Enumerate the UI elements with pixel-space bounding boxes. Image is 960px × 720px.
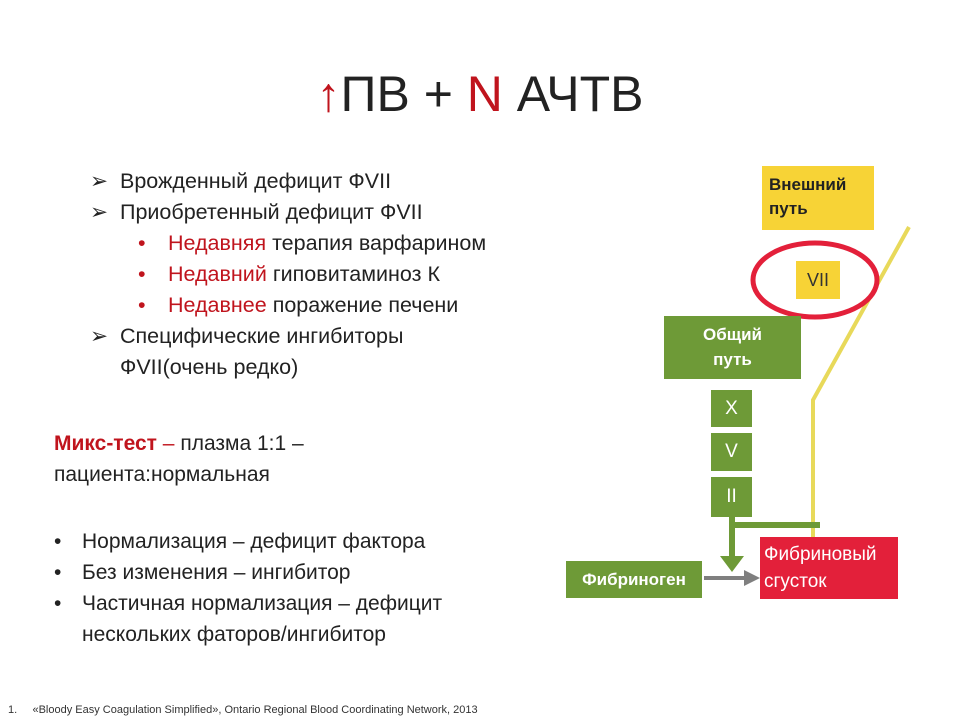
footnote-number: 1. (8, 704, 18, 716)
extrinsic-pathway-box: Внешний путь (762, 166, 874, 230)
factor-x-label: X (725, 397, 738, 419)
list-item-continuation: нескольких фаторов/ингибитор (54, 619, 442, 650)
arrow-bullet-icon: ➢ (90, 324, 109, 348)
list-item-text: Врожденный дефицит ФVII (120, 169, 392, 193)
sub-item-text: гиповитаминоз К (266, 262, 440, 286)
footnote: 1. «Bloody Easy Coagulation Simplified»,… (8, 704, 478, 716)
bullet-icon: • (54, 561, 62, 584)
list-item: • Частичная нормализация – дефицит (54, 588, 442, 619)
sub-list-item: • Недавнее поражение печени (90, 290, 486, 321)
common-pathway-connector (729, 517, 820, 528)
right-arrow-icon (744, 570, 760, 586)
sub-item-highlight: Недавний (168, 262, 267, 286)
extrinsic-pathway-label-line2: путь (769, 199, 808, 218)
fibrin-clot-label-line2: сгусток (764, 571, 827, 592)
sub-item-text: поражение печени (266, 293, 459, 317)
fibrinogen-box: Фибриноген (566, 561, 702, 598)
bullet-icon: • (138, 293, 146, 317)
fibrinogen-label: Фибриноген (582, 569, 686, 589)
title-pv: ПВ + (340, 66, 467, 122)
list-item-text: Нормализация – дефицит фактора (82, 530, 426, 553)
list-item: ➢ Приобретенный дефицит ФVII (90, 197, 486, 228)
fibrin-clot-box: Фибриновый сгусток (760, 537, 898, 599)
list-item: ➢ Специфические ингибиторы (90, 321, 486, 352)
mix-test-dash: – (156, 432, 181, 455)
common-pathway-label-line2: путь (713, 350, 752, 369)
title-n: N (466, 66, 503, 122)
mix-test-text: плазма 1:1 – (180, 432, 304, 455)
causes-list: ➢ Врожденный дефицит ФVII ➢ Приобретенны… (90, 166, 486, 383)
arrow-bullet-icon: ➢ (90, 200, 109, 224)
list-item: • Без изменения – ингибитор (54, 557, 442, 588)
sub-list-item: • Недавняя терапия варфарином (90, 228, 486, 259)
bullet-icon: • (138, 262, 146, 286)
list-item-text: нескольких фаторов/ингибитор (82, 623, 386, 646)
common-pathway-box: Общий путь (664, 316, 801, 379)
footnote-text: «Bloody Easy Coagulation Simplified», On… (32, 704, 478, 716)
slide-title: ↑ПВ + N АЧТВ (0, 64, 960, 126)
factor-v-box: V (711, 433, 752, 471)
sub-list-item: • Недавний гиповитаминоз К (90, 259, 486, 290)
mix-test-label: Микс-тест (54, 432, 157, 455)
up-arrow-icon: ↑ (316, 69, 341, 122)
mix-test-text-line2: пациента:нормальная (54, 463, 270, 486)
extrinsic-pathway-label: Внешний (769, 175, 847, 194)
factor-v-label: V (725, 441, 738, 462)
bullet-icon: • (54, 530, 62, 553)
sub-item-text: терапия варфарином (266, 231, 487, 255)
factor-ii-label: II (726, 486, 737, 507)
results-list: • Нормализация – дефицит фактора • Без и… (54, 526, 442, 650)
sub-item-highlight: Недавняя (168, 231, 267, 255)
list-item-text: Частичная нормализация – дефицит (82, 592, 443, 615)
factor-ii-box: II (711, 477, 752, 517)
down-arrow-icon (720, 556, 744, 572)
factor-x-box: X (711, 390, 752, 427)
mix-test: Микс-тест – плазма 1:1 – пациента:нормал… (54, 428, 304, 490)
fibrin-clot-label: Фибриновый (764, 544, 877, 565)
list-item-text: Без изменения – ингибитор (82, 561, 351, 584)
factor-vii-label: VII (806, 269, 829, 290)
title-aptt: АЧТВ (502, 66, 644, 122)
factor-vii-box: VII (796, 261, 840, 299)
list-item: ➢ Врожденный дефицит ФVII (90, 166, 486, 197)
list-item-text: ФVII(очень редко) (120, 355, 299, 379)
bullet-icon: • (54, 592, 62, 615)
vii-highlight-circle (750, 240, 880, 320)
bullet-icon: • (138, 231, 146, 255)
common-pathway-label: Общий (703, 325, 762, 344)
sub-item-highlight: Недавнее (168, 293, 267, 317)
list-item-text: Специфические ингибиторы (120, 324, 404, 348)
list-item-text: Приобретенный дефицит ФVII (120, 200, 423, 224)
list-item: • Нормализация – дефицит фактора (54, 526, 442, 557)
arrow-bullet-icon: ➢ (90, 169, 109, 193)
list-item-continuation: ФVII(очень редко) (90, 352, 486, 383)
